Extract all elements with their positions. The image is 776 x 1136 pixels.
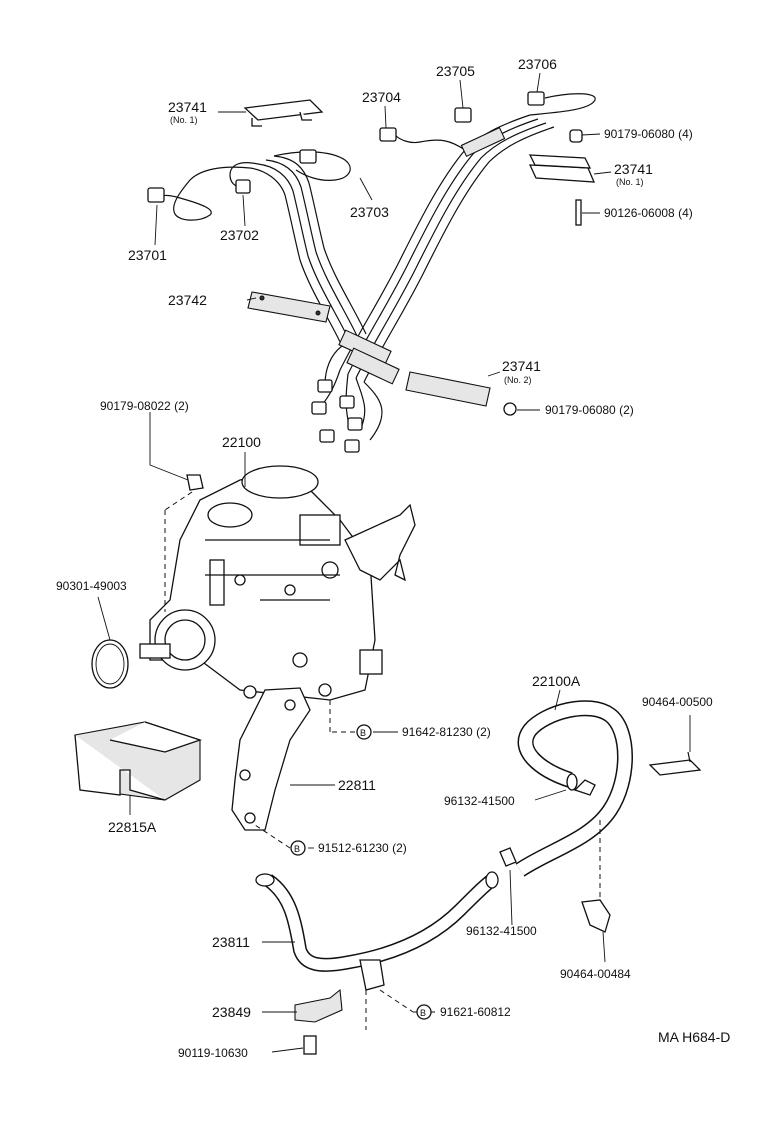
bolt-badge-91512	[290, 840, 306, 856]
label-23741-no2-sub: (No. 2)	[504, 375, 532, 385]
label-96132-41500-b: 96132-41500	[466, 924, 537, 938]
label-23741-right: 23741	[614, 161, 653, 177]
label-23702: 23702	[220, 227, 259, 243]
label-90179-08022: 90179-08022 (2)	[100, 399, 189, 413]
label-23741-top-sub: (No. 1)	[170, 115, 198, 125]
label-90119-10630: 90119-10630	[178, 1046, 248, 1060]
bracket-23849	[294, 988, 343, 1055]
label-23701: 23701	[128, 247, 167, 263]
label-22100A: 22100A	[532, 673, 581, 689]
bolt-badge-91621	[416, 1004, 432, 1020]
label-23741-no2: 23741	[502, 358, 541, 374]
clamp-23741-no1-top	[243, 99, 324, 127]
label-23703: 23703	[350, 204, 389, 220]
label-23706: 23706	[518, 56, 557, 72]
label-90464-00484: 90464-00484	[560, 967, 631, 981]
o-ring-90301	[91, 639, 129, 689]
label-22811: 22811	[338, 777, 376, 793]
badge-text-91621: B	[420, 1008, 426, 1018]
label-90126-06008: 90126-06008 (4)	[604, 206, 693, 220]
label-90464-00500: 90464-00500	[642, 695, 713, 709]
injection-pipes	[157, 93, 596, 441]
clip-90464-00484	[581, 899, 611, 933]
label-23849: 23849	[212, 1004, 251, 1020]
label-91642-81230: 91642-81230 (2)	[402, 725, 491, 739]
diagram-code: MA H684-D	[658, 1029, 730, 1045]
small-nut-parts	[186, 129, 583, 491]
label-90301-49003: 90301-49003	[56, 579, 127, 593]
label-96132-41500-a: 96132-41500	[444, 794, 515, 808]
bolt-badge-91642	[356, 724, 372, 740]
label-23742: 23742	[168, 292, 207, 308]
hose-22100A	[515, 700, 633, 877]
bolt-badges: B B B	[290, 724, 432, 1020]
pipe-nuts	[147, 91, 545, 453]
badge-text-91642: B	[360, 728, 366, 738]
badge-text-91512: B	[294, 844, 300, 854]
pipe-23811	[255, 871, 499, 991]
part-labels: 23741 (No. 1) 23704 23705 23706 90179-06…	[56, 56, 730, 1060]
leader-lines	[97, 72, 691, 1053]
clamp-23742	[247, 291, 331, 323]
clamp-23741-no1-right	[528, 154, 596, 183]
clip-90464-00500	[648, 751, 702, 776]
label-23741-right-sub: (No. 1)	[616, 177, 644, 187]
label-90179-06080-4: 90179-06080 (4)	[604, 127, 693, 141]
label-23704: 23704	[362, 89, 401, 105]
label-23741-top: 23741	[168, 99, 207, 115]
label-23705: 23705	[436, 63, 475, 79]
label-23811: 23811	[212, 934, 250, 950]
hose-clip-96132	[499, 847, 517, 867]
clamp-23741-no2	[405, 371, 491, 407]
bracket-22815A	[74, 721, 203, 801]
label-90179-06080-2: 90179-06080 (2)	[545, 403, 634, 417]
bracket-22811	[231, 687, 311, 831]
label-91512-61230: 91512-61230 (2)	[318, 841, 407, 855]
label-22100: 22100	[222, 434, 261, 450]
injection-pump-22100	[139, 465, 416, 701]
label-91621-60812: 91621-60812	[440, 1005, 511, 1019]
label-22815A: 22815A	[108, 819, 157, 835]
